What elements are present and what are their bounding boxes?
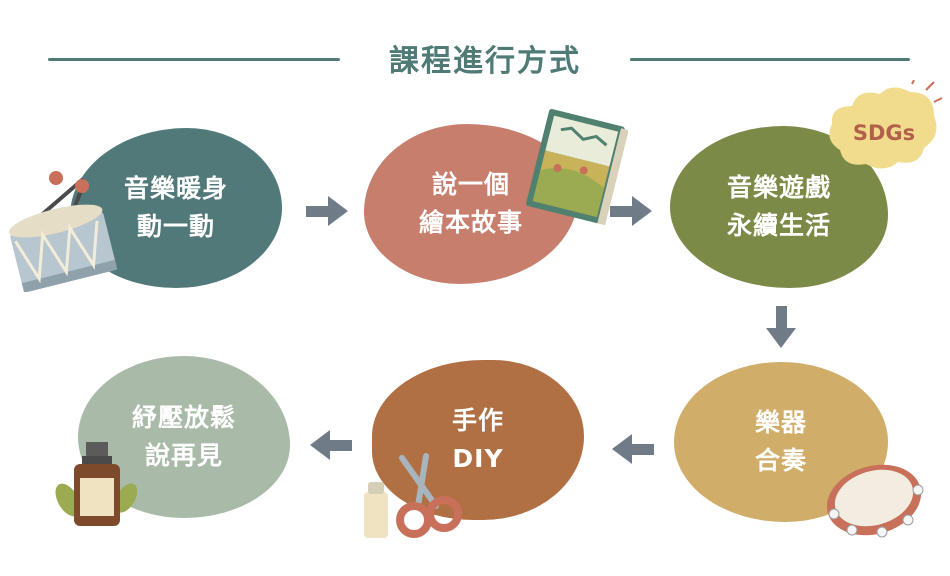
title-rule-left [48,58,340,61]
tambourine-icon [826,464,924,538]
sdgs-badge-text: SDGs [853,121,915,145]
step-warmup-label: 音樂暖身 動一動 [123,174,228,241]
step-relax-label: 紓壓放鬆 說再見 [131,403,236,470]
essential-oil-bottle-icon [55,442,138,526]
sdgs-speech-bubble-icon: SDGs [829,80,943,169]
step-ensemble-label: 樂器 合奏 [754,408,807,475]
step-diy-label: 手作 DIY [451,406,504,473]
step-game-label: 音樂遊戲 永續生活 [726,173,831,240]
title-rule-right [630,58,910,61]
picture-book-icon [526,108,628,226]
arrow-right-2 [610,196,652,226]
arrow-left-1 [612,434,654,464]
step-story-label: 說一個 繪本故事 [418,170,523,237]
step-relax: 紓壓放鬆 說再見 [78,356,290,518]
arrow-left-2 [310,430,352,460]
scissors-and-glue-icon [364,453,462,538]
page-title: 課程進行方式 [389,44,581,79]
step-diy: 手作 DIY [372,360,584,520]
arrow-right-1 [306,196,348,226]
arrow-down [766,306,796,348]
drum-icon [9,171,118,292]
